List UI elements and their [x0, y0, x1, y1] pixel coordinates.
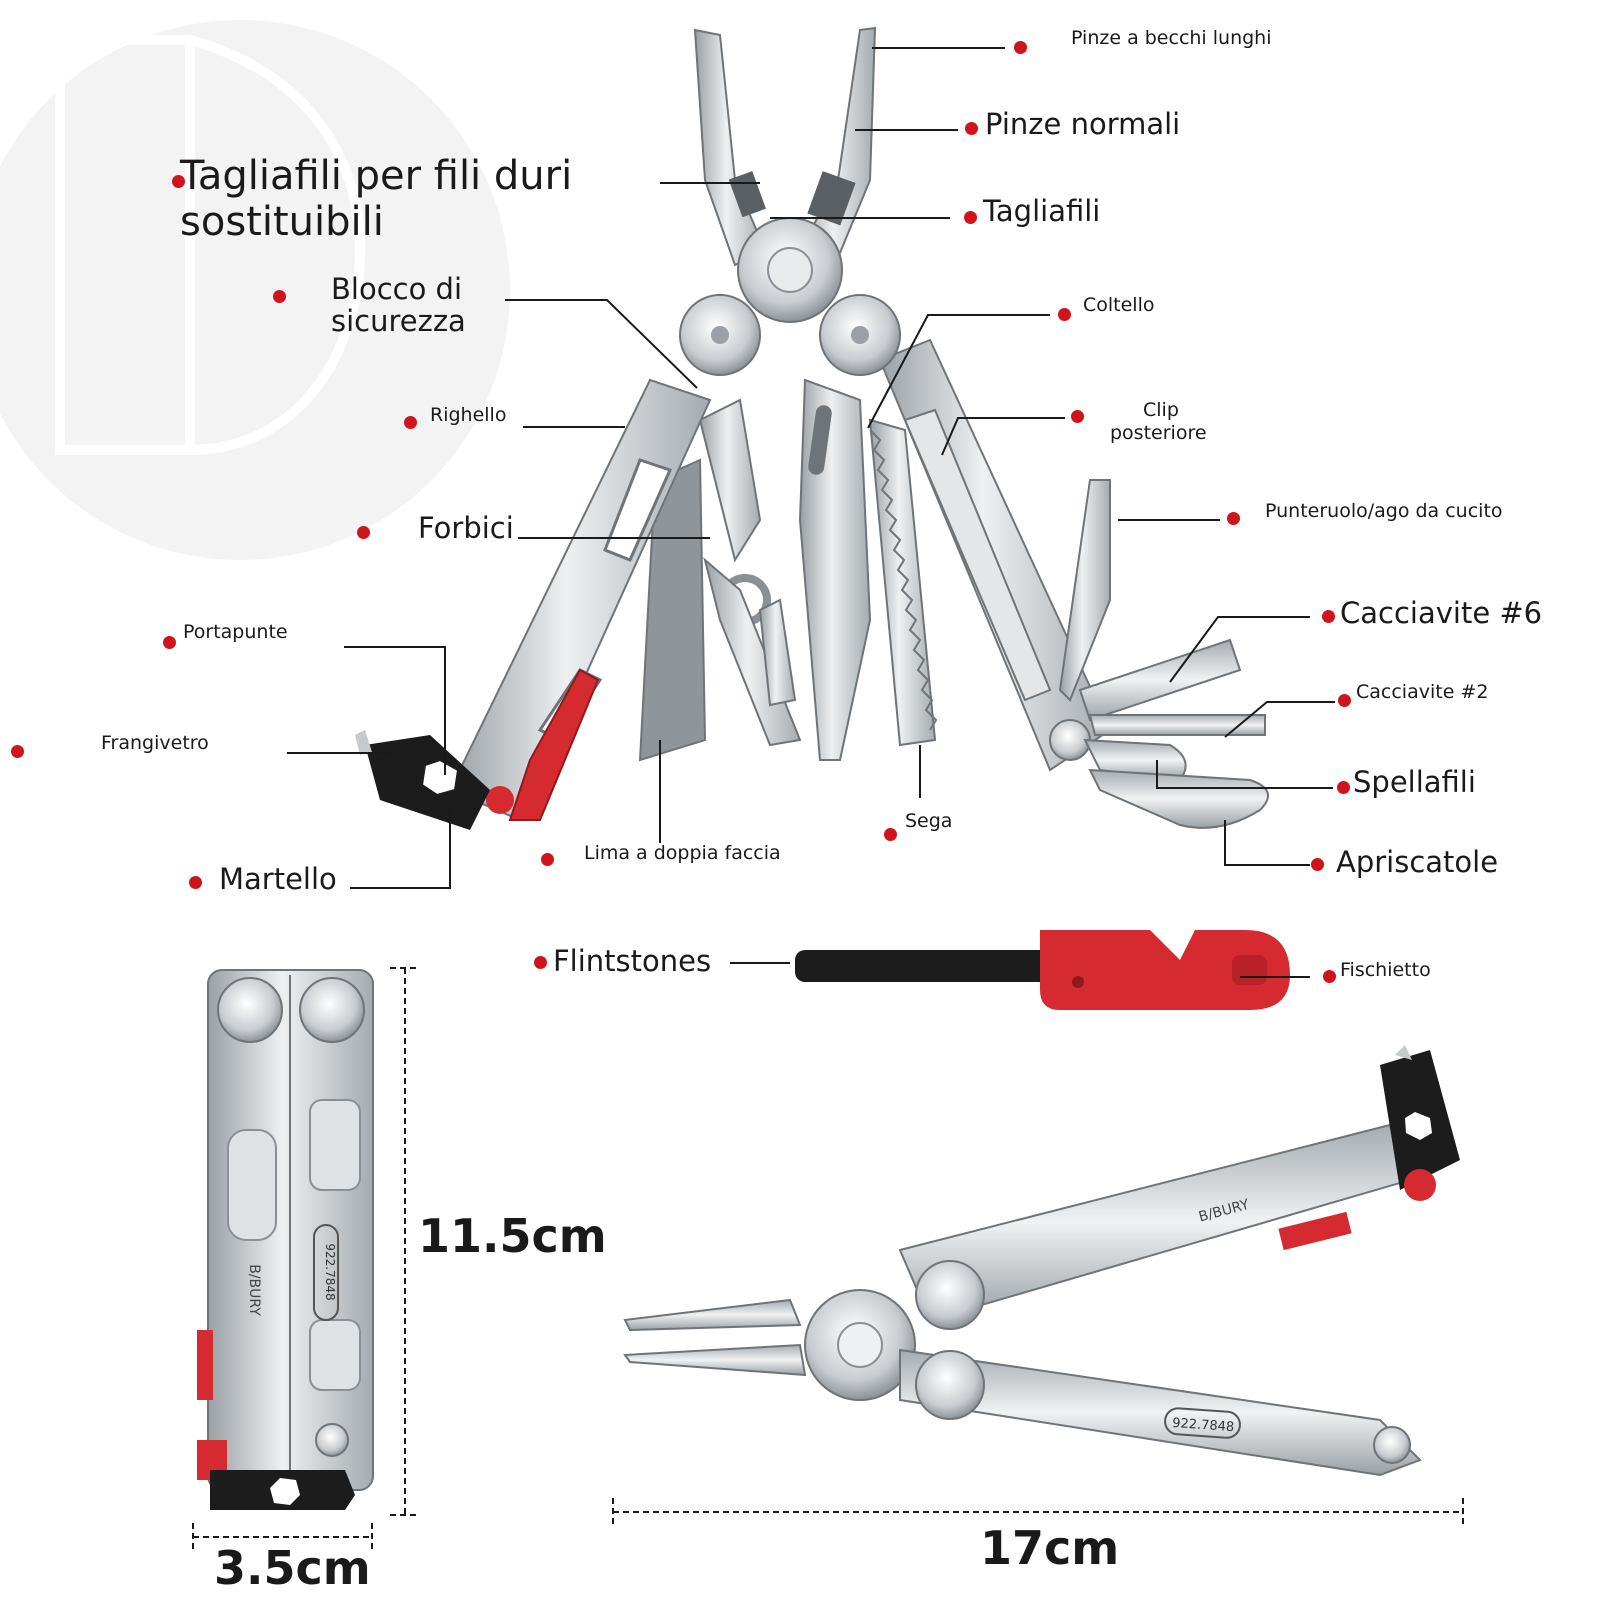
knife-tool [798, 378, 872, 761]
label-coltello: Coltello [1083, 294, 1155, 316]
dimension-length: 17cm [980, 1521, 1120, 1575]
awl-and-screwdrivers [1058, 479, 1269, 829]
brand-watermark [0, 20, 510, 560]
dot-forbici [357, 526, 370, 539]
dot-pinze-normali [965, 122, 978, 135]
dot-pinze-becchi-lunghi [1014, 41, 1027, 54]
dot-flintstones [534, 956, 547, 969]
label-spellafili: Spellafili [1353, 765, 1476, 799]
dot-coltello [1058, 308, 1071, 321]
label-tagliafili-duri-line2: sostituibili [180, 199, 384, 245]
dimension-lines [192, 967, 1464, 1550]
label-forbici: Forbici [418, 511, 514, 545]
double-file-tool [638, 458, 707, 762]
scissors-tool [698, 398, 802, 747]
label-sega: Sega [905, 810, 953, 832]
label-righello: Righello [430, 404, 507, 426]
dot-cacciavite2 [1338, 694, 1351, 707]
dot-spellafili [1337, 781, 1350, 794]
label-lima: Lima a doppia faccia [584, 842, 781, 864]
plate-number-side: 922.7848 [1172, 1416, 1235, 1435]
side-view-multitool: 922.7848 B/BURY [623, 1045, 1460, 1477]
dot-lima [541, 853, 554, 866]
dimension-height: 11.5cm [418, 1209, 607, 1263]
closed-multitool: 922.7848 B/BURY [197, 969, 374, 1510]
pliers-jaws [679, 26, 901, 376]
dot-tagliafili-duri [172, 175, 185, 188]
label-frangivetro: Frangivetro [101, 732, 209, 754]
dot-righello [404, 416, 417, 429]
dot-cacciavite6 [1322, 610, 1335, 623]
label-clip-line1: Clip [1143, 399, 1179, 421]
flint-and-whistle [795, 930, 1290, 1010]
dot-portapunte [163, 636, 176, 649]
dot-tagliafili [964, 211, 977, 224]
dot-sega [884, 828, 897, 841]
open-multitool [355, 26, 1269, 830]
dot-punteruolo [1227, 512, 1240, 525]
label-portapunte: Portapunte [183, 621, 288, 643]
label-tagliafili-duri-line1: Tagliafili per fili duri [180, 153, 573, 199]
label-punteruolo: Punteruolo/ago da cucito [1265, 500, 1503, 522]
label-flintstones: Flintstones [553, 944, 712, 978]
dot-blocco [273, 290, 286, 303]
label-tagliafili: Tagliafili [983, 194, 1101, 228]
label-blocco-line1: Blocco di [331, 272, 463, 306]
red-safety-lock [508, 668, 600, 821]
leader-lines [287, 47, 1335, 978]
label-fischietto: Fischietto [1340, 959, 1431, 981]
plate-number-closed: 922.7848 [323, 1243, 337, 1300]
dot-fischietto [1323, 970, 1336, 983]
dot-clip [1071, 410, 1084, 423]
left-handle [448, 378, 712, 822]
dot-martello [189, 876, 202, 889]
label-pinze-normali: Pinze normali [985, 107, 1181, 141]
brand-name-closed: B/BURY [246, 1264, 262, 1316]
label-apriscatole: Apriscatole [1336, 845, 1499, 879]
dimension-width: 3.5cm [214, 1541, 371, 1595]
dot-apriscatole [1311, 858, 1324, 871]
label-cacciavite6: Cacciavite #6 [1340, 596, 1543, 630]
hammer-head [355, 730, 490, 830]
right-handle [878, 338, 1112, 772]
label-pinze-becchi-lunghi: Pinze a becchi lunghi [1071, 27, 1272, 49]
saw-tool [868, 418, 938, 747]
label-clip-line2: posteriore [1110, 422, 1207, 444]
dot-frangivetro [11, 745, 24, 758]
label-martello: Martello [219, 862, 337, 896]
label-blocco-line2: sicurezza [331, 304, 466, 338]
label-cacciavite2: Cacciavite #2 [1356, 681, 1489, 703]
